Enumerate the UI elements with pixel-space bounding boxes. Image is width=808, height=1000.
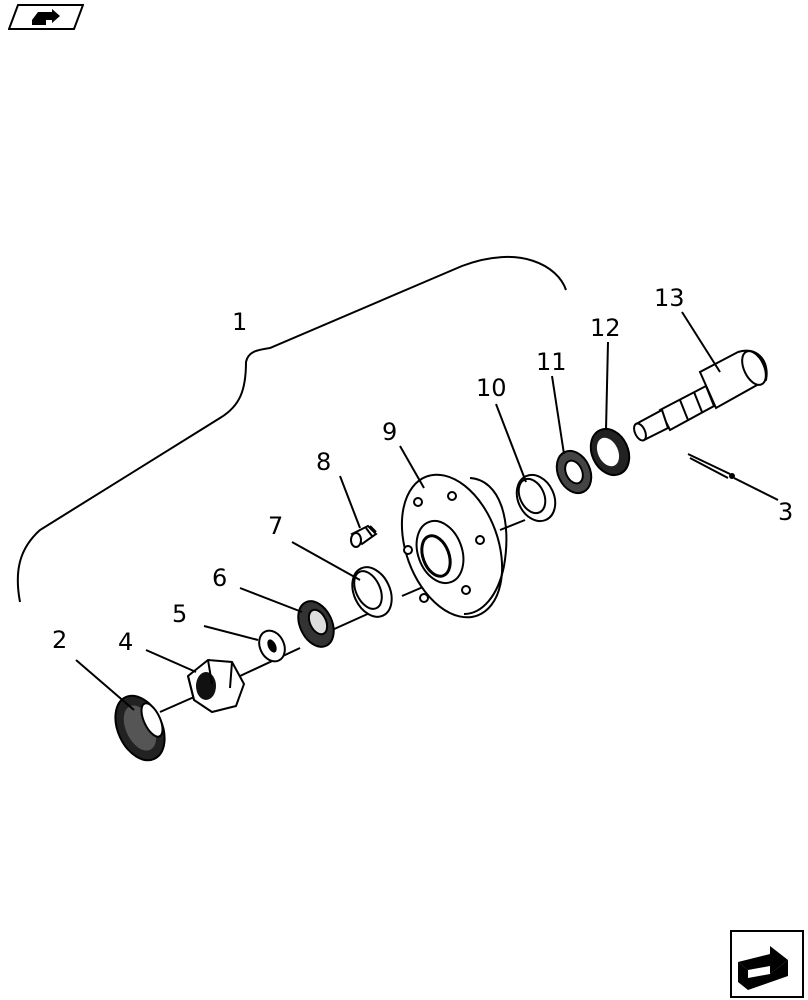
- part-12-grease-seal: [589, 427, 631, 477]
- part-7-bearing-cup: [351, 566, 393, 618]
- page-forward-arrow-icon[interactable]: [730, 930, 804, 998]
- part-13-spindle: [633, 349, 768, 442]
- page-back-arrow-icon[interactable]: [8, 4, 84, 30]
- callout-12: 12: [590, 314, 621, 342]
- part-2-hub-cap: [114, 694, 166, 762]
- part-8-wheel-stud: [350, 524, 378, 548]
- leader-lines: [75, 311, 779, 711]
- assembly-axis-line: [159, 429, 656, 713]
- callout-13: 13: [654, 284, 685, 312]
- part-5-washer: [258, 629, 286, 663]
- part-10-bearing-cup: [515, 473, 557, 523]
- callout-6: 6: [212, 564, 227, 592]
- callout-8: 8: [316, 448, 331, 476]
- part-3-cotter-pin: [687, 453, 735, 479]
- callout-9: 9: [382, 418, 397, 446]
- callout-2: 2: [52, 626, 67, 654]
- part-9-hub: [400, 473, 508, 619]
- part-4-castle-nut: [186, 658, 246, 714]
- callout-11: 11: [536, 348, 567, 376]
- callout-10: 10: [476, 374, 507, 402]
- callout-4: 4: [118, 628, 133, 656]
- callout-5: 5: [172, 600, 187, 628]
- part-11-bearing-cone: [555, 449, 593, 495]
- callout-1: 1: [232, 308, 247, 336]
- part-6-bearing-cone: [297, 600, 335, 648]
- assembly-brace: [16, 256, 567, 603]
- callout-3: 3: [778, 498, 793, 526]
- callout-7: 7: [268, 512, 283, 540]
